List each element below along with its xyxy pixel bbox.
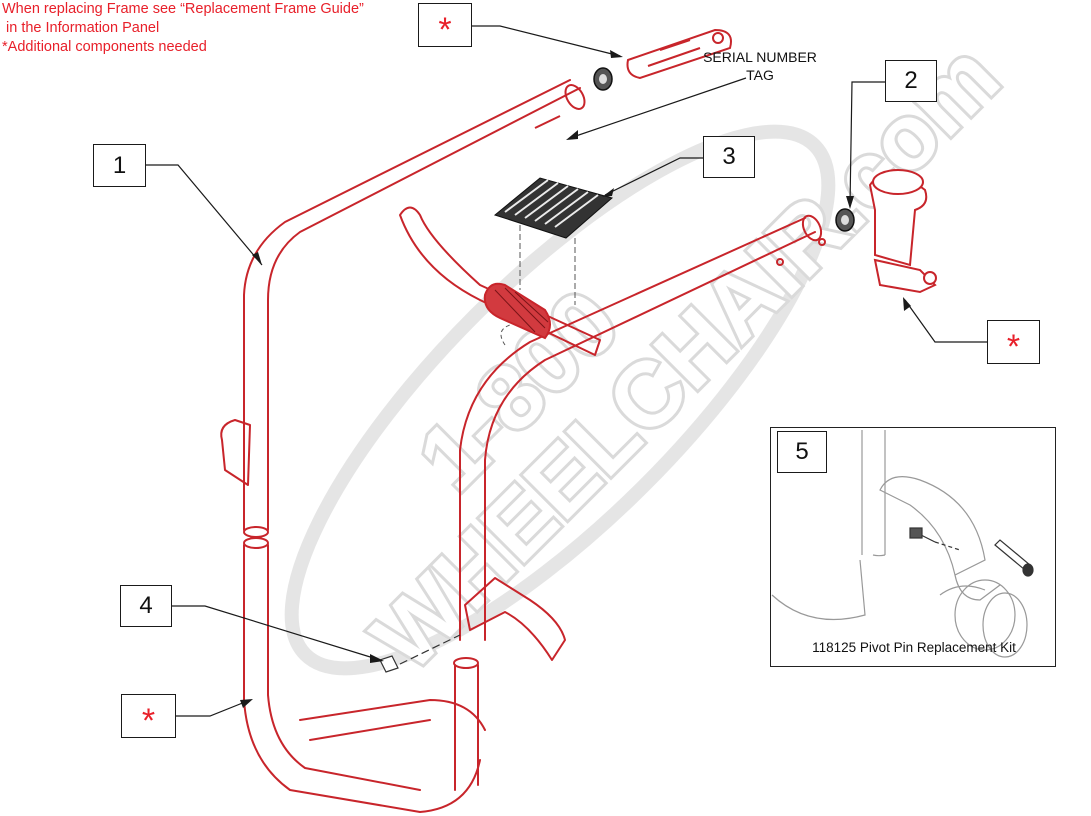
serial-label-line1: SERIAL NUMBER <box>703 49 817 65</box>
label-plate <box>493 177 614 346</box>
bushing-part-2 <box>835 208 855 232</box>
inset-illustration <box>771 430 1034 658</box>
callout-4: 4 <box>120 585 172 627</box>
serial-number-tag-label: SERIAL NUMBER TAG <box>690 48 830 84</box>
callout-2: 2 <box>885 60 937 102</box>
inset-caption: 118125 Pivot Pin Replacement Kit <box>812 640 1016 655</box>
callout-1: 1 <box>93 144 146 187</box>
callout-star-top: * <box>418 3 472 49</box>
note-information-panel: in the Information Panel <box>2 20 160 36</box>
callout-star-bottom: * <box>121 694 176 740</box>
bushing-top <box>593 67 613 91</box>
note-additional-components: *Additional components needed <box>2 39 207 55</box>
note-replacement-frame: When replacing Frame see “Replacement Fr… <box>2 1 364 17</box>
leader-arrowheads <box>240 50 911 708</box>
caster-socket <box>868 169 937 294</box>
serial-label-line2: TAG <box>746 67 774 83</box>
callout-star-right: * <box>987 320 1040 366</box>
top-socket <box>626 28 732 80</box>
leader-lines <box>146 25 987 717</box>
callout-5: 5 <box>777 431 827 473</box>
callout-3: 3 <box>703 136 755 178</box>
pin-part-4 <box>379 634 461 673</box>
serial-tag-marker <box>534 115 561 129</box>
inset-pivot-pin-kit <box>770 427 1056 667</box>
grip-sleeve <box>483 282 551 340</box>
